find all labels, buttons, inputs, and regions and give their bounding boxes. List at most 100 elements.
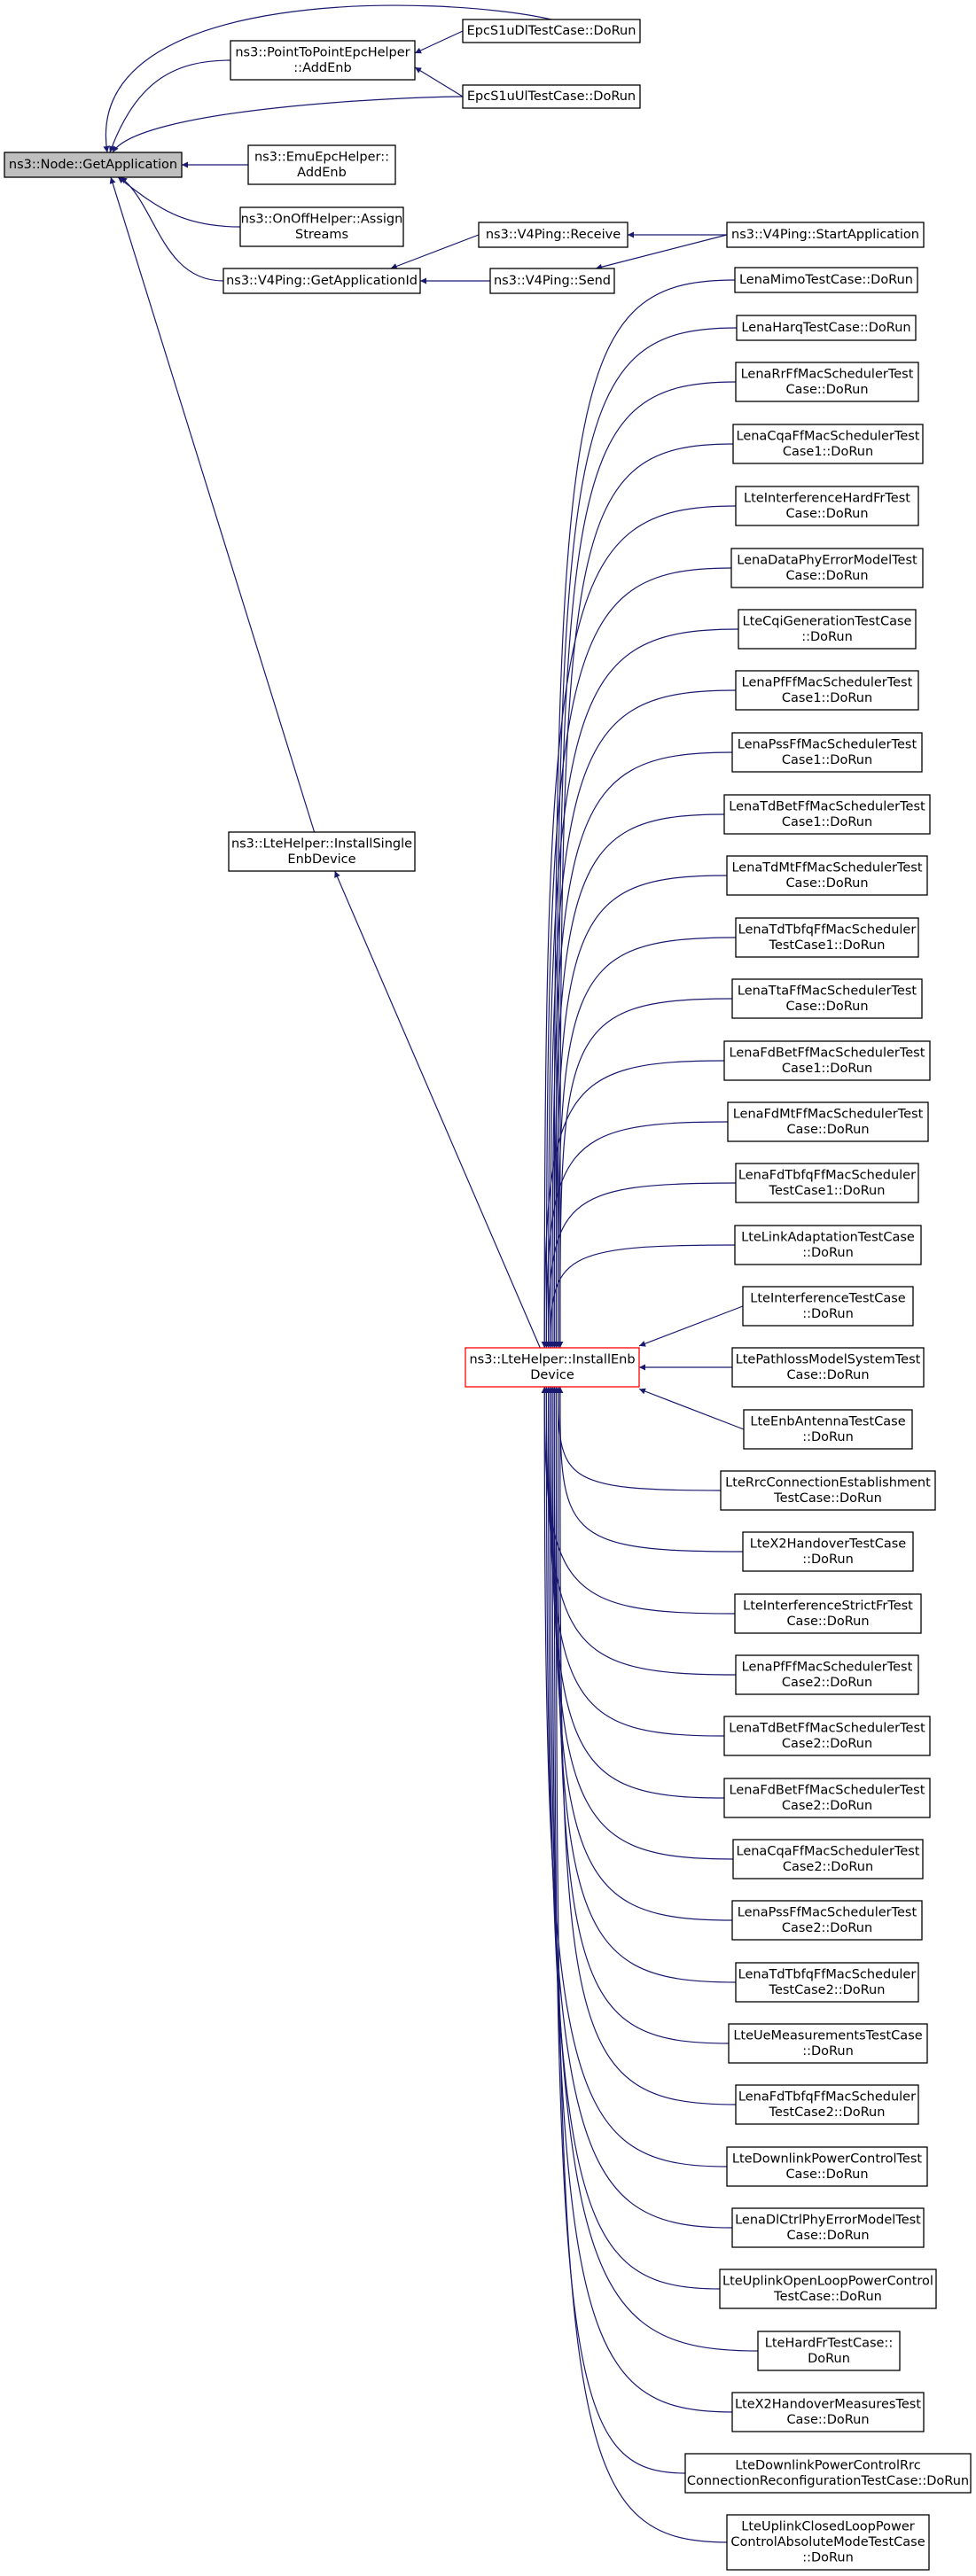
node-box[interactable]: [735, 670, 919, 711]
node-lte-x2-handover-test-case[interactable]: LteX2HandoverTestCase::DoRun: [742, 1531, 914, 1572]
node-p2p-epc-helper-add-enb[interactable]: ns3::PointToPointEpcHelper::AddEnb: [230, 40, 416, 81]
node-box[interactable]: [462, 19, 641, 43]
node-lte-interference-test-case[interactable]: LteInterferenceTestCase::DoRun: [742, 1286, 914, 1327]
node-lte-enb-antenna-test-case[interactable]: LteEnbAntennaTestCase::DoRun: [743, 1409, 913, 1450]
node-box[interactable]: [719, 2269, 937, 2309]
node-box[interactable]: [735, 2084, 919, 2125]
node-box[interactable]: [735, 1654, 919, 1695]
node-box[interactable]: [727, 1101, 929, 1142]
node-emu-epc-helper-add-enb[interactable]: ns3::EmuEpcHelper::AddEnb: [247, 144, 396, 185]
node-box[interactable]: [757, 2331, 901, 2371]
node-box[interactable]: [735, 917, 919, 958]
node-box[interactable]: [247, 144, 396, 185]
node-lte-ue-measurements-test-case[interactable]: LteUeMeasurementsTestCase::DoRun: [728, 2023, 928, 2064]
node-box[interactable]: [462, 84, 641, 109]
node-box[interactable]: [743, 1409, 913, 1450]
node-box[interactable]: [720, 1470, 936, 1511]
node-box[interactable]: [734, 267, 918, 293]
node-box[interactable]: [731, 732, 923, 773]
node-box[interactable]: [735, 486, 919, 526]
node-lena-harq-test-case[interactable]: LenaHarqTestCase::DoRun: [736, 315, 917, 341]
node-box[interactable]: [4, 152, 183, 178]
node-v4ping-start-application[interactable]: ns3::V4Ping::StartApplication: [726, 222, 925, 248]
node-box[interactable]: [731, 2392, 925, 2432]
node-box[interactable]: [478, 222, 629, 248]
node-box[interactable]: [734, 1225, 922, 1265]
node-box[interactable]: [732, 1839, 924, 1879]
node-lte-downlink-power-control-rrc-connection-reconfiguration-test-case[interactable]: LteDownlinkPowerControlRrcConnectionReco…: [684, 2453, 972, 2494]
node-lte-link-adaptation-test-case[interactable]: LteLinkAdaptationTestCase::DoRun: [734, 1225, 922, 1265]
node-box[interactable]: [489, 268, 615, 294]
node-box[interactable]: [223, 268, 421, 294]
node-lena-mimo-test-case[interactable]: LenaMimoTestCase::DoRun: [734, 267, 918, 293]
node-box[interactable]: [723, 1040, 931, 1081]
node-box[interactable]: [723, 1778, 931, 1818]
node-lte-uplink-closed-loop-power-control-absolute-mode-test-case[interactable]: LteUplinkClosedLoopPowerControlAbsoluteM…: [726, 2514, 930, 2571]
node-get-application[interactable]: ns3::Node::GetApplication: [4, 152, 183, 178]
node-box[interactable]: [730, 548, 924, 588]
node-box[interactable]: [228, 831, 416, 872]
node-lte-cqi-generation-test-case[interactable]: LteCqiGenerationTestCase::DoRun: [738, 609, 917, 650]
node-box[interactable]: [731, 1900, 923, 1941]
node-box[interactable]: [735, 1163, 919, 1203]
node-box[interactable]: [230, 40, 416, 81]
node-box[interactable]: [684, 2453, 972, 2494]
node-box[interactable]: [726, 2146, 928, 2187]
node-box[interactable]: [726, 222, 925, 248]
node-box[interactable]: [465, 1347, 640, 1388]
node-lte-hard-fr-test-case[interactable]: LteHardFrTestCase::DoRun: [757, 2331, 901, 2371]
node-box[interactable]: [736, 315, 917, 341]
node-box[interactable]: [726, 855, 928, 896]
node-box[interactable]: [735, 1962, 919, 2003]
node-box[interactable]: [734, 1593, 922, 1634]
node-epc-s1u-ul-test-case[interactable]: EpcS1uUlTestCase::DoRun: [462, 84, 641, 109]
node-box[interactable]: [732, 424, 924, 464]
node-box[interactable]: [735, 362, 919, 402]
node-box[interactable]: [738, 609, 917, 650]
node-box[interactable]: [723, 794, 931, 835]
node-box[interactable]: [742, 1286, 914, 1327]
node-box[interactable]: [731, 1347, 925, 1388]
node-box[interactable]: [731, 978, 923, 1019]
node-box[interactable]: [726, 2514, 930, 2571]
node-box[interactable]: [239, 206, 404, 247]
node-lte-uplink-open-loop-power-control-test-case[interactable]: LteUplinkOpenLoopPowerControlTestCase::D…: [719, 2269, 937, 2309]
node-box[interactable]: [723, 1716, 931, 1756]
node-v4ping-send[interactable]: ns3::V4Ping::Send: [489, 268, 615, 294]
node-lte-rrc-connection-establishment-test-case[interactable]: LteRrcConnectionEstablishmentTestCase::D…: [720, 1470, 936, 1511]
node-box[interactable]: [742, 1531, 914, 1572]
node-box[interactable]: [731, 2207, 925, 2248]
node-v4ping-get-application-id[interactable]: ns3::V4Ping::GetApplicationId: [223, 268, 421, 294]
node-box[interactable]: [728, 2023, 928, 2064]
node-epc-s1u-dl-test-case[interactable]: EpcS1uDlTestCase::DoRun: [462, 19, 641, 43]
node-v4ping-receive[interactable]: ns3::V4Ping::Receive: [478, 222, 629, 248]
